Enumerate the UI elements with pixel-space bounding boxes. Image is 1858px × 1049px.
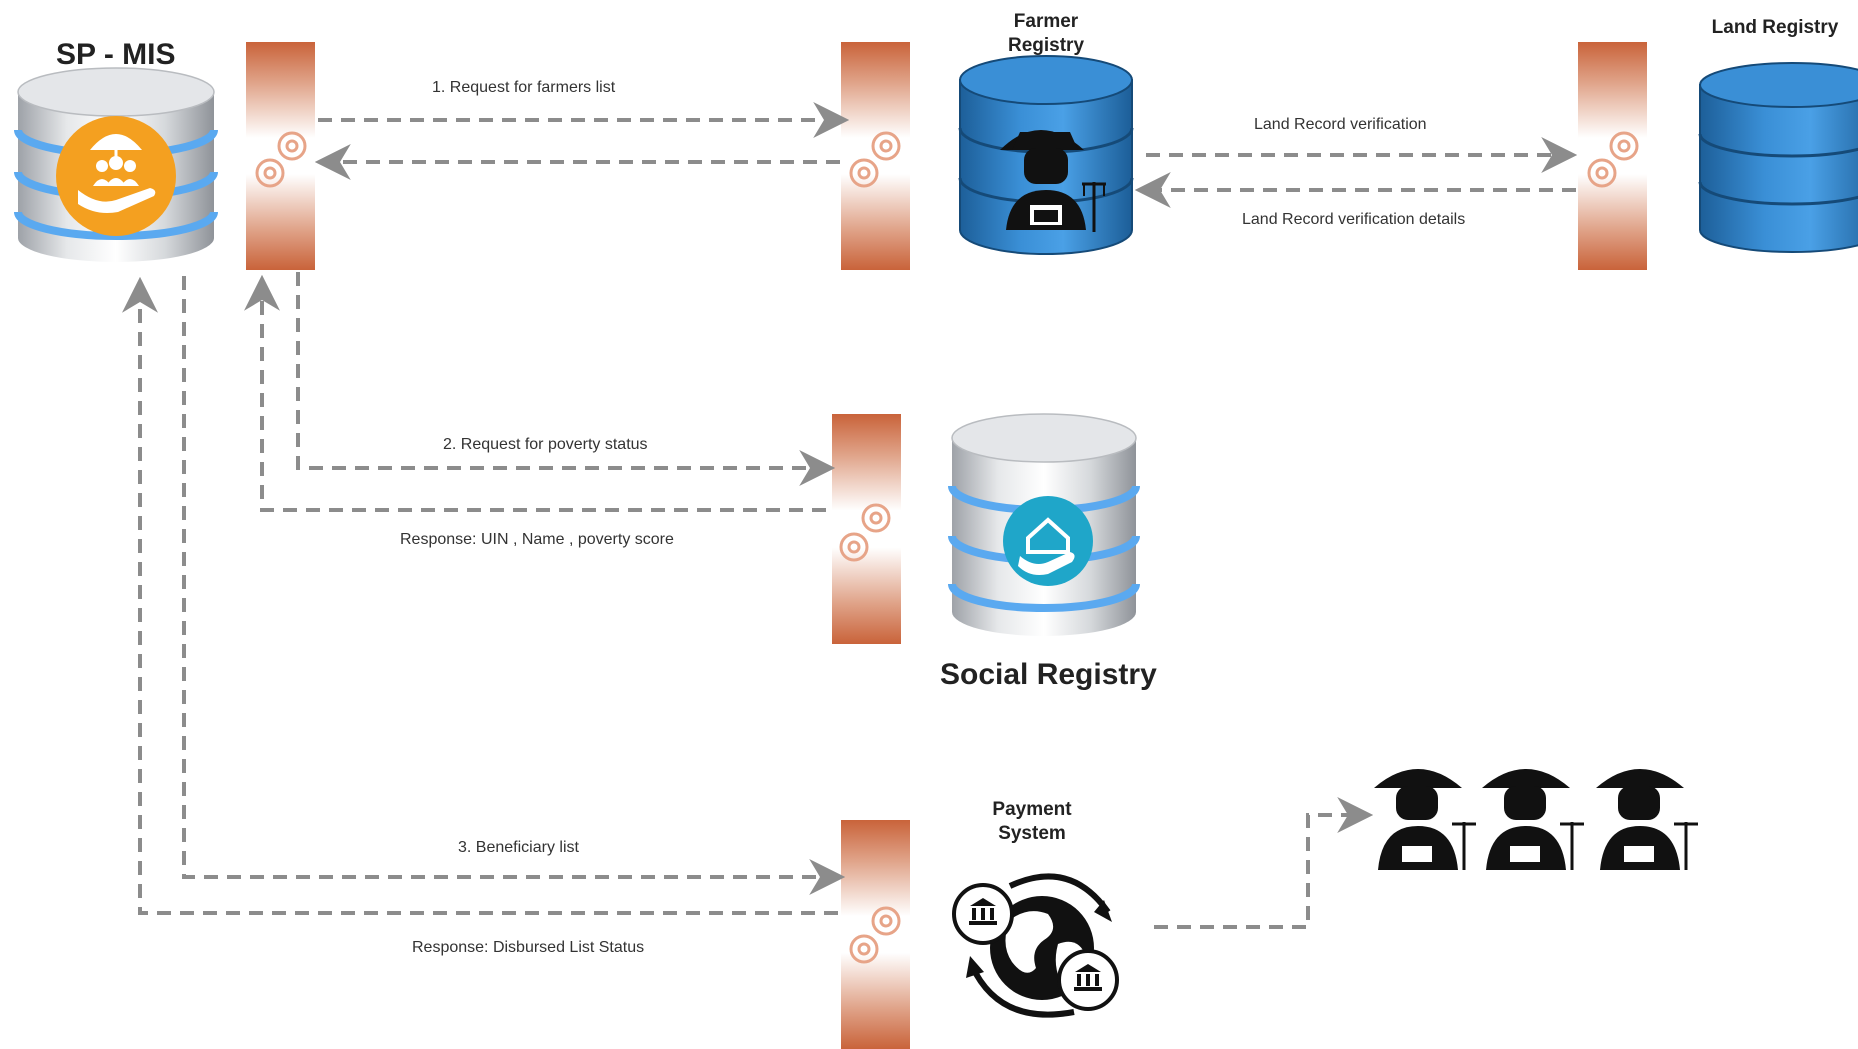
beneficiary-farmers	[1374, 769, 1698, 870]
edge-label-land-verification: Land Record verification	[1254, 116, 1427, 133]
farmer-registry-label-line2: Registry	[1007, 35, 1085, 56]
payment-system-label-line1: Payment	[992, 799, 1072, 820]
api-gateway-payment	[841, 820, 910, 1049]
api-gateway-land	[1578, 42, 1647, 270]
gear-icon	[255, 131, 307, 188]
payment-system-label-line2: System	[998, 823, 1066, 844]
social-registry-label: Social Registry	[940, 658, 1157, 691]
edge-label-poverty-response: Response: UIN , Name , poverty score	[400, 531, 674, 548]
sp-mis-database	[14, 67, 218, 262]
farmer-registry-label-line1: Farmer	[1013, 11, 1079, 32]
social-registry-database	[948, 413, 1140, 636]
house-in-hand-icon	[1003, 496, 1093, 586]
sp-mis-label: SP - MIS	[56, 38, 176, 71]
farmer-registry-database	[958, 55, 1134, 255]
edge-label-request-farmers: 1. Request for farmers list	[432, 79, 616, 96]
payment-system-label: Payment System	[976, 798, 1088, 846]
umbrella-family-hand-icon	[56, 116, 176, 236]
arrow-beneficiary-list	[182, 276, 846, 895]
farmer-icon	[1000, 130, 1106, 232]
farmer-icon	[1596, 769, 1698, 870]
globe-bank-exchange-icon	[952, 873, 1119, 1018]
edge-label-beneficiary-list: 3. Beneficiary list	[458, 839, 579, 856]
farmer-icon	[1482, 769, 1584, 870]
gear-icon	[1587, 131, 1639, 188]
api-gateway-social	[832, 414, 901, 644]
gear-icon	[849, 131, 901, 188]
arrow-request-poverty	[296, 272, 836, 486]
api-gateway-sp-mis	[246, 42, 315, 270]
land-registry-label: Land Registry	[1711, 17, 1839, 38]
edge-label-land-verification-details: Land Record verification details	[1242, 211, 1466, 228]
farmer-registry-label: Farmer Registry	[990, 10, 1102, 58]
arrow-payment-to-farmers	[1154, 797, 1374, 929]
gear-icon	[839, 503, 891, 562]
edge-label-request-poverty: 2. Request for poverty status	[443, 436, 648, 453]
api-gateway-farmer	[841, 42, 910, 270]
edge-label-disbursed-response: Response: Disbursed List Status	[412, 939, 645, 956]
farmer-icon	[1374, 769, 1476, 870]
arrow-disbursed-response	[122, 276, 838, 915]
gear-icon	[849, 906, 901, 964]
land-registry-database	[1698, 62, 1858, 253]
arrow-poverty-response	[244, 274, 826, 512]
